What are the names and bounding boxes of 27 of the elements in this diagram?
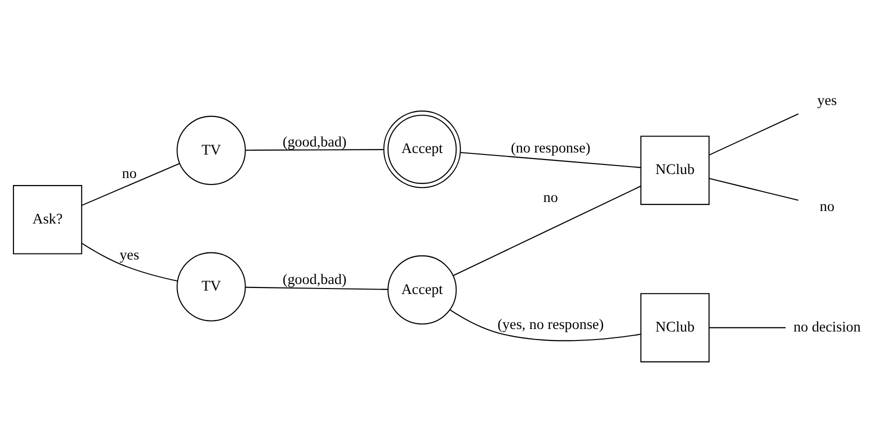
node-circle: Accept	[383, 110, 461, 188]
connector	[460, 151, 641, 168]
connector	[453, 185, 641, 276]
edge-label: (good,bad)	[282, 271, 347, 288]
connector	[709, 326, 786, 328]
connector	[82, 162, 180, 206]
edge-label: no	[543, 190, 558, 206]
edge-label: yes	[120, 247, 140, 264]
node-circle: TV	[176, 252, 246, 321]
edge-label: (no response)	[510, 140, 590, 156]
node-box: NClub	[640, 292, 710, 362]
node-text: no decision	[793, 319, 861, 336]
node-text: no	[820, 198, 834, 214]
connector	[450, 309, 641, 341]
node-box: Ask?	[12, 184, 82, 254]
node-circle: TV	[176, 115, 246, 185]
node-circle: Accept	[388, 254, 457, 324]
node-text: yes	[817, 92, 837, 108]
connector	[245, 148, 384, 150]
node-box: NClub	[640, 135, 710, 204]
connector	[81, 242, 178, 282]
connector	[245, 286, 388, 290]
edge-label: (good,bad)	[282, 134, 347, 150]
edge-label: no	[122, 165, 137, 182]
connector	[709, 177, 798, 200]
edge-label: (yes, no response)	[497, 316, 604, 332]
connector	[709, 112, 799, 155]
